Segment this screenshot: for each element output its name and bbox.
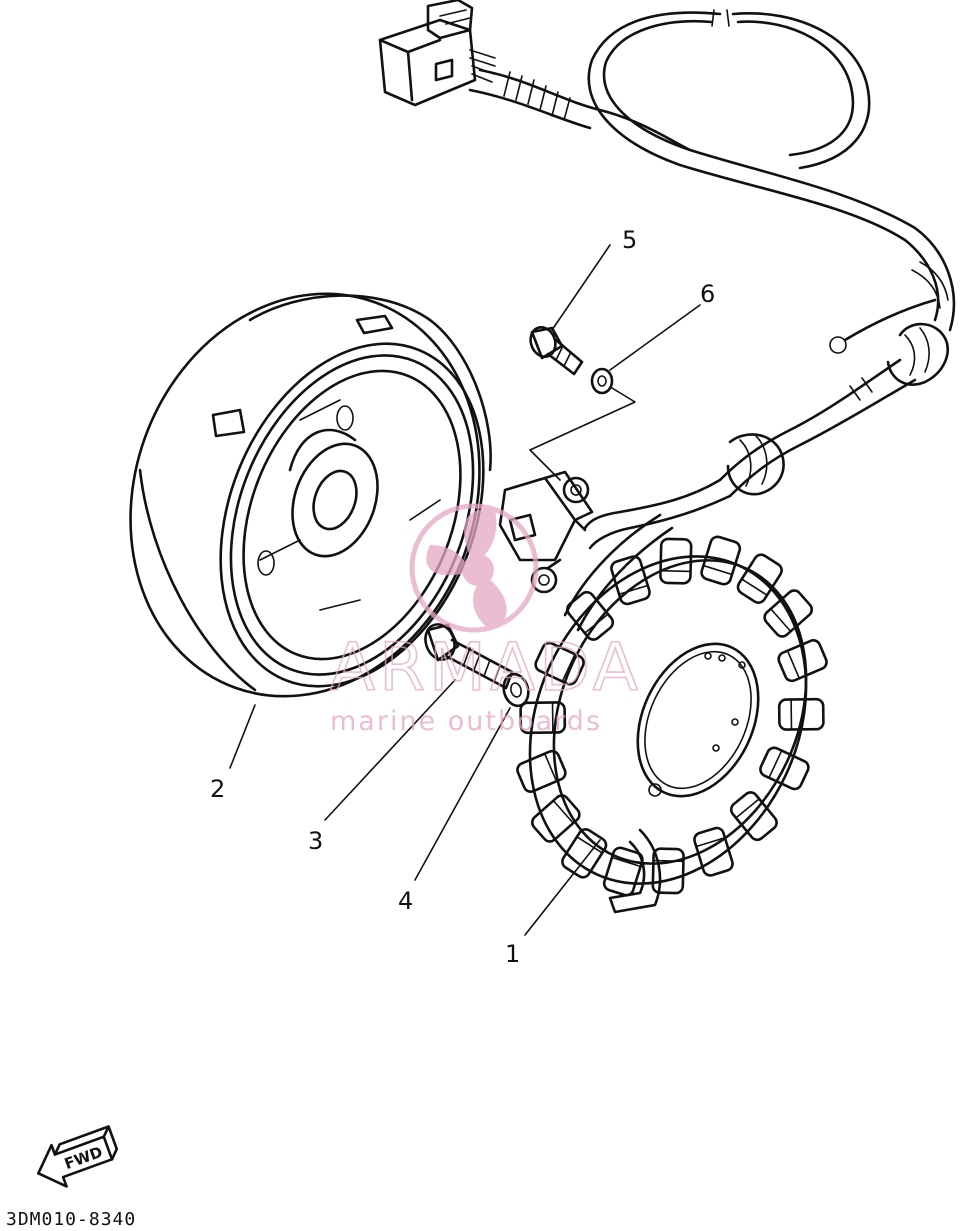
stator-tooth-winding <box>543 752 558 783</box>
stator-tooth <box>729 791 778 842</box>
stator-tooth <box>566 590 615 641</box>
stator-tooth-winding <box>740 578 768 597</box>
stator-tooth <box>759 746 810 791</box>
stator-tooth-winding <box>618 584 649 596</box>
callout-leaders <box>229 244 701 936</box>
rotor-washer <box>502 672 530 708</box>
watermark-tagline: marine outboards <box>330 706 602 737</box>
stator-tooth <box>530 794 581 843</box>
stator-tooth <box>602 846 644 897</box>
stator-tooth-winding <box>702 564 733 576</box>
callout-1: 1 <box>505 940 520 968</box>
pickup-washer <box>590 367 614 395</box>
stator-tooth-winding <box>659 569 692 573</box>
watermark: ARMADA marine outboards <box>329 503 642 737</box>
stator-tooth <box>700 535 742 586</box>
wire-grommet-lower <box>726 433 785 496</box>
rotor-flywheel <box>129 292 492 698</box>
callout-2: 2 <box>210 775 225 803</box>
assembly-guide-line <box>529 387 636 481</box>
stator-tooth-winding <box>786 649 801 680</box>
stator-tooth-winding <box>769 608 792 633</box>
stator-tooth-winding <box>552 799 575 824</box>
stator-tooth-winding <box>576 835 604 854</box>
stator-teeth <box>516 535 828 897</box>
callout-3: 3 <box>308 827 323 855</box>
pickup-screw <box>529 326 584 376</box>
stator-tooth <box>561 828 608 879</box>
callout-6: 6 <box>700 280 715 308</box>
stator-tooth <box>519 701 567 735</box>
stator-tooth <box>610 555 651 606</box>
stator-tooth <box>777 697 825 731</box>
stator-tooth <box>659 537 693 585</box>
stator-tooth-winding <box>584 613 609 634</box>
pickup-coil <box>498 470 594 594</box>
watermark-logo <box>409 503 539 633</box>
stator-tooth <box>651 847 685 895</box>
stator-tooth <box>516 749 567 793</box>
stator-tooth-winding <box>735 798 760 819</box>
stator-tooth-winding <box>768 749 783 779</box>
watermark-brand: ARMADA <box>330 629 642 706</box>
callout-5: 5 <box>622 226 637 254</box>
stator-coil <box>516 535 828 914</box>
stator-tooth <box>736 553 783 604</box>
callout-4: 4 <box>398 887 413 915</box>
stator-tooth <box>534 641 585 686</box>
stator-tooth <box>777 639 828 683</box>
stator-tooth-winding <box>695 836 726 848</box>
wire-grommet-upper <box>886 322 949 386</box>
stator-tooth-winding <box>611 856 642 868</box>
stator-tooth <box>763 589 814 638</box>
stator-tooth-winding <box>561 653 576 683</box>
stator-tooth <box>693 826 734 877</box>
wire-connector <box>378 0 496 107</box>
forward-arrow: FWD <box>37 1125 119 1188</box>
wire-harness <box>468 9 956 632</box>
drawing-code: 3DM010-8340 <box>6 1209 136 1230</box>
